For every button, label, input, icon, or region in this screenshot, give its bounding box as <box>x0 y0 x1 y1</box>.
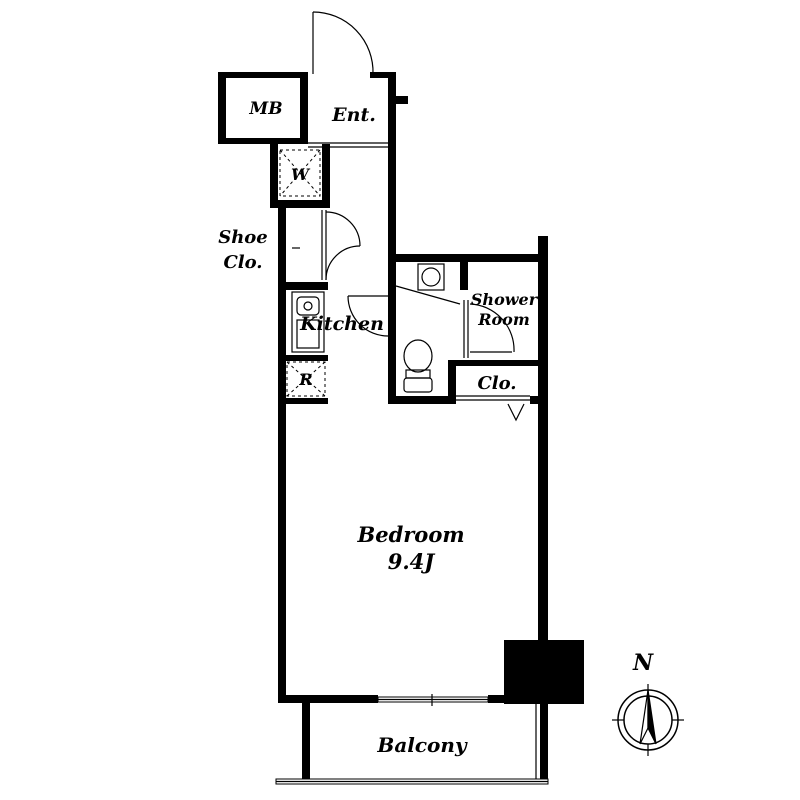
toilet <box>403 339 433 393</box>
mb-room <box>218 72 308 144</box>
shoe-closet-label-2: Clo. <box>223 252 262 273</box>
bedroom-label: Bedroom <box>356 522 464 547</box>
balcony-label: Balcony <box>376 733 468 757</box>
washer-label: W <box>291 165 311 184</box>
washbasin <box>417 263 445 291</box>
entrance-walls <box>308 72 408 262</box>
shoe-closet-label-1: Shoe <box>218 227 268 248</box>
closet-label: Clo. <box>477 373 516 394</box>
balcony-walls <box>275 703 549 785</box>
kitchen-sink <box>291 291 325 353</box>
closet-door <box>456 395 530 422</box>
toilet-door <box>347 295 389 337</box>
bedroom-walls <box>278 404 584 704</box>
shower-room-label-2: Room <box>477 310 530 329</box>
refrigerator-label: R <box>298 370 312 389</box>
washer-space <box>279 149 321 197</box>
shoe-closet-doors <box>292 210 361 281</box>
kitchen-label: Kitchen <box>299 313 384 335</box>
north-label: N <box>632 650 654 676</box>
bathroom-walls <box>388 236 548 406</box>
bedroom-size-label: 9.4J <box>388 549 437 574</box>
bedroom-window <box>377 694 489 706</box>
compass-icon: N <box>612 650 684 756</box>
shower-room-partition <box>395 285 469 358</box>
shower-room-label-1: Shower <box>471 290 539 309</box>
left-column-walls <box>270 144 330 703</box>
entrance-label: Ent. <box>331 104 376 126</box>
shower-door <box>469 303 515 353</box>
entrance-door <box>312 11 374 75</box>
refrigerator-space <box>286 361 326 397</box>
mb-label: MB <box>248 99 282 119</box>
